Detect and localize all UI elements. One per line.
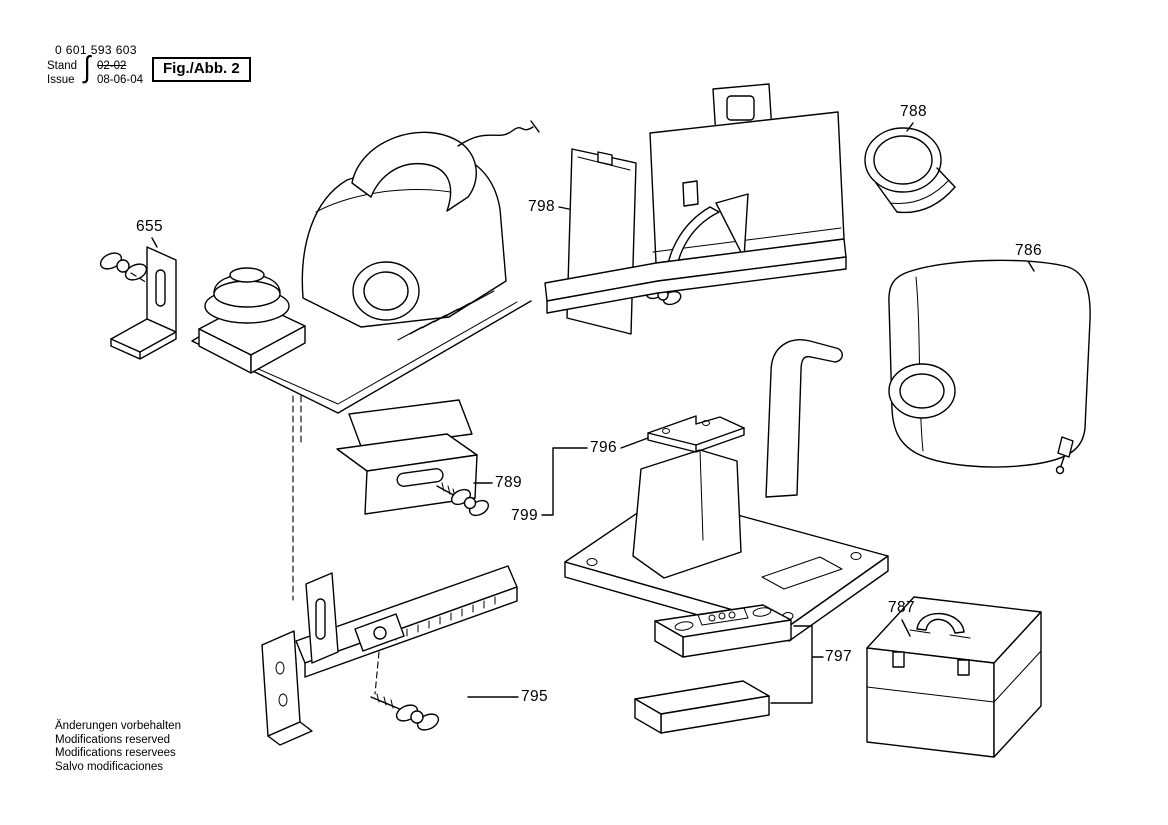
callout-787: 787 [888,599,916,616]
issue-value: 08-06-04 [97,74,144,86]
callout-788: 788 [900,103,928,120]
leader-796-799 [541,437,649,516]
planer-drawing [191,120,540,601]
callout-655: 655 [136,218,164,235]
stand-label: Stand [47,60,78,72]
clamp-bracket-655-drawing [99,246,177,360]
revision-note-line: Änderungen vorbehalten [55,720,181,732]
callout-797: 797 [825,648,853,665]
carrying-case-787-drawing [866,596,1042,758]
callout-795: 795 [521,688,549,705]
leader-787 [901,619,911,637]
parallel-guide-795-drawing [261,565,518,746]
blade-set-797-drawing [634,604,792,734]
document-number: 0 601 593 603 [55,43,137,57]
revision-note-line: Modifications reserved [55,733,171,746]
revision-note-line: Modifications reservees [55,747,176,759]
callout-798: 798 [528,198,556,215]
leader-786 [1027,260,1035,272]
revision-note-line: Salvo modificaciones [55,760,164,773]
issue-label: Issue [47,74,75,86]
adapter-nozzle-788-drawing [864,127,956,214]
callout-796: 796 [590,439,618,456]
revision-note: Änderungen vorbehalten Modifications res… [55,720,181,774]
issue-row: Issue 08-06-04 [47,74,143,87]
callout-799: 799 [511,507,539,524]
leader-797 [770,625,824,704]
stand-drawing-799 [564,339,889,642]
guide-fence-798-drawing [544,83,847,335]
callout-789: 789 [495,474,523,491]
figure-label: Fig./Abb. 2 [152,57,251,82]
stand-row: Stand 02-02 [47,60,126,73]
stand-old-value: 02-02 [97,60,127,72]
dust-bag-786-drawing [888,259,1091,475]
angle-stop-789-drawing [336,399,490,517]
brace-icon: ∫ [83,51,91,84]
leader-788 [906,122,914,132]
leader-655 [151,237,158,248]
callout-786: 786 [1015,242,1043,259]
leader-798 [558,206,570,210]
